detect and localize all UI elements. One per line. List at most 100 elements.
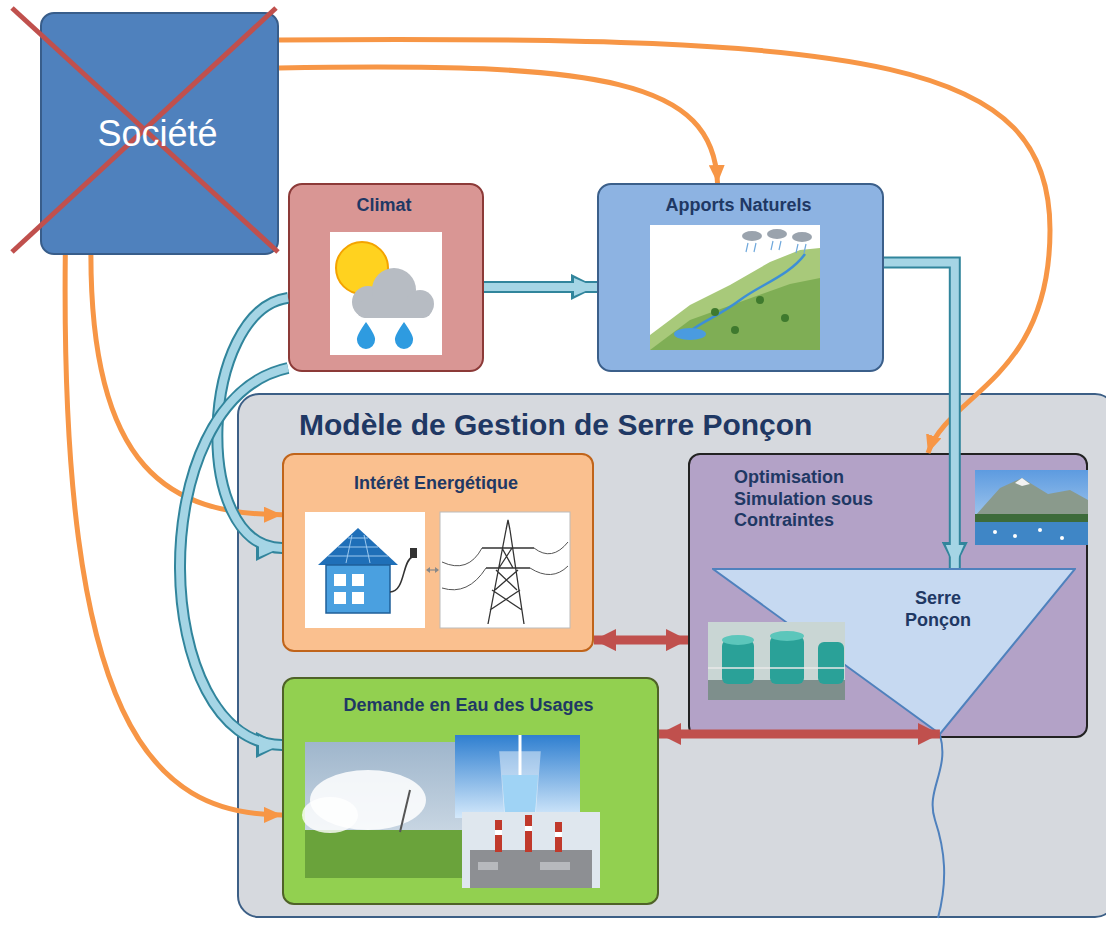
landscape-icon-part <box>767 229 787 239</box>
node-title: Climat <box>290 195 478 217</box>
connector-line <box>484 283 597 291</box>
pylon-icon-part <box>482 520 534 624</box>
factory-photo-part <box>495 830 502 835</box>
house-icon-part <box>410 548 417 558</box>
weather-icon-part <box>352 286 384 318</box>
glass-photo-part <box>455 735 580 818</box>
house-icon-part <box>318 528 398 565</box>
connector-arrow <box>594 640 688 641</box>
triangle-outline <box>712 568 1076 735</box>
turbine-photo <box>708 622 845 700</box>
river-line <box>933 735 945 918</box>
glass-photo-part <box>500 752 540 814</box>
factory-photo-part <box>470 850 592 888</box>
lake-photo-part <box>975 514 1088 523</box>
landscape-icon-part <box>781 314 789 322</box>
cross-mark <box>12 8 278 252</box>
turbine-photo-part <box>708 680 845 700</box>
landscape-icon-part <box>650 248 820 350</box>
lake-photo-part <box>975 470 1088 545</box>
lake-photo-part <box>993 530 997 534</box>
house-icon-part <box>352 574 364 586</box>
turbine-photo-part <box>770 636 804 684</box>
house-icon-part <box>334 574 346 586</box>
connector-line <box>180 368 288 745</box>
connector-arrow <box>180 368 288 745</box>
connector-line <box>91 255 282 515</box>
connector-arrow <box>884 262 955 568</box>
model-region: Modèle de Gestion de Serre PonçonIntérêt… <box>237 393 1106 918</box>
turbine-photo-part <box>708 667 845 669</box>
connector-line <box>884 262 955 568</box>
lake-photo <box>975 470 1088 545</box>
factory-photo-part <box>525 815 532 852</box>
irrigation-photo-part <box>302 797 358 833</box>
irrigation-photo-part <box>400 790 410 832</box>
house-icon-part <box>326 565 390 613</box>
connector-line <box>65 255 282 815</box>
node-title: Société <box>42 112 273 155</box>
factory-photo <box>462 812 600 888</box>
lake-photo-part <box>975 522 1088 545</box>
factory-photo-part <box>525 826 532 831</box>
exchange-arrow <box>426 567 439 573</box>
turbine-photo-part <box>722 640 754 684</box>
connector-line <box>217 298 288 548</box>
turbine-photo-part <box>722 635 754 645</box>
house-icon-part <box>390 557 412 592</box>
process-box: Demande en Eau des Usages <box>282 677 659 905</box>
factory-photo-part <box>495 820 502 852</box>
lake-photo-part <box>1060 536 1064 540</box>
connector-arrow <box>65 255 282 815</box>
turbine-photo-part <box>818 642 844 684</box>
landscape-icon-part <box>731 326 739 334</box>
weather-icon-part <box>357 322 375 349</box>
landscape-icon-part <box>746 241 806 253</box>
house-icon-part <box>305 512 425 628</box>
connector-line <box>884 262 955 568</box>
pylon-icon-part <box>442 542 568 590</box>
glass-photo-part <box>519 735 522 775</box>
exchange-arrow-part <box>435 567 439 573</box>
landscape-icon-part <box>756 296 764 304</box>
process-box: Optimisation Simulation sous Contraintes… <box>688 453 1088 738</box>
glass-photo-part <box>502 775 538 814</box>
pylon-icon-part <box>440 512 570 628</box>
weather-icon-part <box>406 290 434 318</box>
connector-line <box>659 730 940 739</box>
node-title: Serre Ponçon <box>888 588 988 631</box>
weather-icon-part <box>356 300 432 318</box>
factory-photo-part <box>462 812 600 888</box>
glass-photo <box>455 735 580 818</box>
connector-arrow <box>217 298 288 548</box>
connector-line <box>180 368 288 745</box>
node-title: Demande en Eau des Usages <box>284 695 653 717</box>
cross-mark-part <box>12 8 278 252</box>
landscape-icon <box>650 225 820 350</box>
landscape-icon-part <box>742 231 762 241</box>
turbine-photo-part <box>770 631 804 641</box>
factory-photo-part <box>555 822 562 852</box>
lake-photo-part <box>1015 478 1030 486</box>
irrigation-photo-part <box>305 830 465 878</box>
input-box: Climat <box>288 183 484 372</box>
factory-photo-part <box>478 862 498 870</box>
landscape-icon-part <box>792 232 812 242</box>
reservoir-triangle: Serre Ponçon <box>712 568 1076 735</box>
factory-photo-part <box>540 862 570 870</box>
weather-icon-part <box>395 322 413 349</box>
pylon-icon <box>440 512 570 628</box>
connector-line <box>217 298 288 548</box>
lake-photo-part <box>1038 528 1042 532</box>
turbine-photo-part <box>708 622 845 700</box>
connector-line <box>279 39 1050 453</box>
exchange-arrow-part <box>426 567 430 573</box>
lake-photo-part <box>1013 534 1017 538</box>
node-title: Apports Naturels <box>599 195 878 217</box>
irrigation-photo-part <box>305 742 465 878</box>
connector-arrow <box>279 67 718 183</box>
connector-arrow <box>279 39 1050 453</box>
input-box: Apports Naturels <box>597 183 884 372</box>
connector-arrow <box>91 255 282 515</box>
